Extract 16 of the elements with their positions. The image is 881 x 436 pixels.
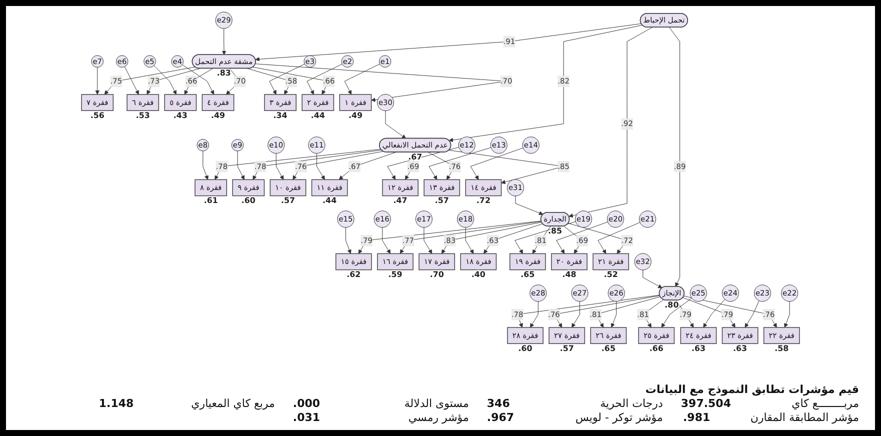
fit-index-name: درجات الحرية [599, 397, 663, 410]
fit-index-value: 1.148 [98, 397, 135, 410]
fit-index-name: مربع كاي المعياري [190, 397, 275, 410]
fit-index-name: مؤشر المطابقة المقارن [749, 411, 859, 424]
fit-index-name: مؤشر توكر - لويس [574, 411, 663, 424]
fit-index-name: مربــــــــع كاي [790, 397, 859, 410]
arrow [255, 23, 642, 62]
fit-index-value: .000 [292, 397, 322, 410]
fit-index-value: .031 [292, 411, 322, 424]
fit-indices-heading: قيم مؤشرات تطابق النموذج مع البيانات [644, 383, 859, 396]
fit-index-value: .967 [486, 411, 516, 424]
fit-index-value: .981 [683, 411, 712, 424]
fit-index-name: مؤشر رمسي [407, 411, 469, 424]
fit-index-value: 397.504 [680, 397, 731, 410]
fit-index-value: 346 [486, 397, 511, 410]
fit-index-name: مستوى الدلالة [403, 397, 469, 410]
